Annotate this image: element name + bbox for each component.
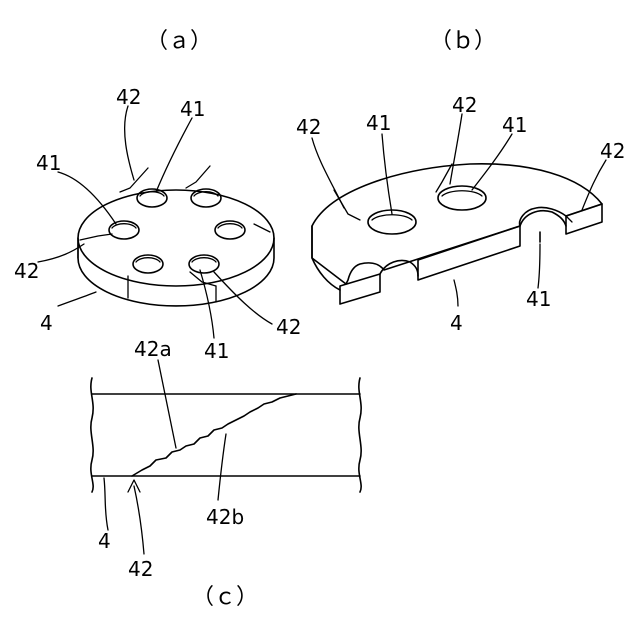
panel-b-label: （ｂ）	[430, 29, 496, 54]
panel-a: （ａ）	[14, 29, 301, 363]
panel-c: （ｃ） 42a 42b 4 42	[91, 337, 361, 610]
label-42: 42	[128, 557, 153, 581]
label-4: 4	[450, 311, 463, 335]
label-42: 42	[600, 139, 625, 163]
half-disc-side-wall	[312, 211, 566, 290]
label-42: 42	[276, 315, 301, 339]
panel-a-label: （ａ）	[146, 29, 212, 54]
crack-42	[132, 394, 296, 476]
label-42: 42	[14, 259, 39, 283]
panel-c-label: （ｃ）	[192, 585, 258, 610]
hole-41	[137, 189, 167, 207]
label-42a: 42a	[134, 337, 172, 361]
disc-holes	[109, 189, 245, 273]
hole-41	[191, 189, 221, 207]
label-4: 4	[40, 311, 53, 335]
label-41: 41	[526, 287, 551, 311]
hole-41	[189, 255, 219, 273]
half-disc-crack-lines	[334, 164, 572, 222]
disc-top-face	[78, 190, 274, 286]
half-disc-top-face	[312, 164, 602, 284]
label-41: 41	[180, 97, 205, 121]
label-41: 41	[366, 111, 391, 135]
label-42: 42	[296, 115, 321, 139]
label-4: 4	[98, 529, 111, 553]
label-42b: 42b	[206, 505, 244, 529]
hole-41	[109, 221, 139, 239]
hole-41	[215, 221, 245, 239]
panel-b: （ｂ）	[296, 29, 625, 335]
label-42: 42	[452, 93, 477, 117]
hole-41	[438, 186, 486, 210]
label-41: 41	[36, 151, 61, 175]
label-41: 41	[502, 113, 527, 137]
half-disc-cut-face-right	[566, 204, 602, 234]
half-disc-cut-face-left	[340, 274, 380, 304]
half-disc-holes	[368, 186, 486, 234]
disc-crack-lines	[78, 166, 270, 302]
label-41: 41	[204, 339, 229, 363]
half-disc-cut-face-middle	[418, 226, 520, 280]
hole-41	[133, 255, 163, 273]
label-42: 42	[116, 85, 141, 109]
